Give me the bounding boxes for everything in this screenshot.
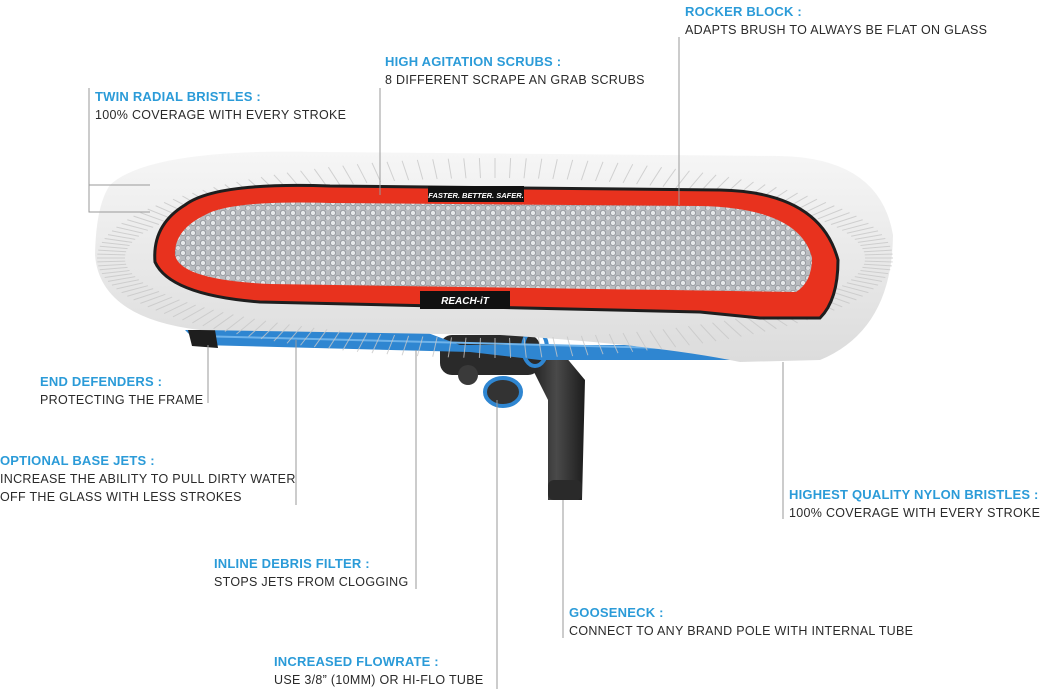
callout-title: INCREASED FLOWRATE : (274, 654, 439, 669)
end-defender (188, 330, 218, 348)
callout-rocker-block: ROCKER BLOCK : ADAPTS BRUSH TO ALWAYS BE… (685, 3, 987, 39)
callout-description: STOPS JETS FROM CLOGGING (214, 575, 409, 589)
callout-title: ROCKER BLOCK : (685, 4, 802, 19)
svg-text:REACH-iT: REACH-iT (441, 296, 490, 307)
gooseneck-handle (528, 350, 585, 500)
callout-inline-debris-filter: INLINE DEBRIS FILTER : STOPS JETS FROM C… (214, 555, 409, 591)
callout-description: 100% COVERAGE WITH EVERY STROKE (789, 506, 1041, 520)
callout-title: END DEFENDERS : (40, 374, 163, 389)
callout-description: PROTECTING THE FRAME (40, 393, 204, 407)
callout-gooseneck: GOOSENECK : CONNECT TO ANY BRAND POLE WI… (569, 604, 913, 640)
callout-title: HIGHEST QUALITY NYLON BRISTLES : (789, 487, 1039, 502)
callout-title: GOOSENECK : (569, 605, 664, 620)
callout-twin-radial-bristles: TWIN RADIAL BRISTLES : 100% COVERAGE WIT… (95, 88, 346, 124)
callout-description: 8 DIFFERENT SCRAPE AN GRAB SCRUBS (385, 73, 645, 87)
callout-description: CONNECT TO ANY BRAND POLE WITH INTERNAL … (569, 624, 914, 638)
callout-description: INCREASE THE ABILITY TO PULL DIRTY WATER (0, 472, 296, 486)
callout-end-defenders: END DEFENDERS : PROTECTING THE FRAME (40, 373, 203, 409)
scrub-pad (174, 202, 812, 292)
brand-tag: REACH-iT (420, 291, 510, 309)
callout-increased-flowrate: INCREASED FLOWRATE : USE 3/8” (10MM) OR … (274, 653, 484, 689)
callout-optional-base-jets: OPTIONAL BASE JETS : INCREASE THE ABILIT… (0, 452, 296, 506)
callout-title: OPTIONAL BASE JETS : (0, 453, 155, 468)
callout-title: TWIN RADIAL BRISTLES : (95, 89, 261, 104)
inline-connector (440, 328, 549, 408)
blue-frame (185, 330, 740, 360)
tagline-tag: FASTER. BETTER. SAFER. (428, 186, 524, 202)
callout-high-agitation-scrubs: HIGH AGITATION SCRUBS : 8 DIFFERENT SCRA… (385, 53, 645, 89)
leader-lines (88, 37, 784, 689)
callout-title: HIGH AGITATION SCRUBS : (385, 54, 562, 69)
callout-highest-quality-nylon-bristles: HIGHEST QUALITY NYLON BRISTLES : 100% CO… (789, 486, 1040, 522)
callout-description: OFF THE GLASS WITH LESS STROKES (0, 490, 242, 504)
callout-description: ADAPTS BRUSH TO ALWAYS BE FLAT ON GLASS (685, 23, 988, 37)
callout-description: 100% COVERAGE WITH EVERY STROKE (95, 108, 347, 122)
callout-description: USE 3/8” (10MM) OR HI-FLO TUBE (274, 673, 484, 687)
callout-title: INLINE DEBRIS FILTER : (214, 556, 370, 571)
svg-text:FASTER. BETTER. SAFER.: FASTER. BETTER. SAFER. (428, 191, 523, 200)
